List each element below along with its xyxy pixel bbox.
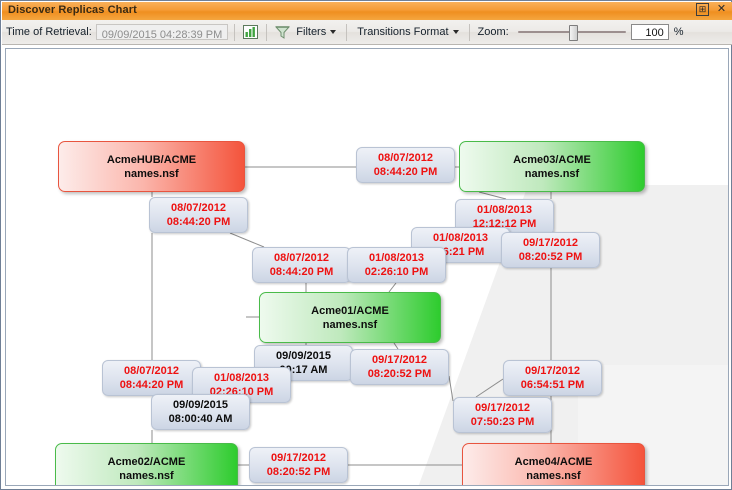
node-subtitle: names.nsf [322,318,378,331]
transition-date: 01/08/2013 [368,252,425,264]
transition-date: 09/17/2012 [524,365,581,377]
node-subtitle: names.nsf [524,167,580,180]
transition-label-t15[interactable]: 09/17/2012 08:20:52 PM [249,447,348,483]
transition-date: 09/09/2015 [172,399,229,411]
title-bar: Discover Replicas Chart ⊞ ✕ [2,2,732,21]
transition-time: 08:44:20 PM [269,266,334,278]
filters-label: Filters [296,26,327,38]
toolbar-separator [346,23,348,41]
transitions-format-label: Transitions Format [357,26,449,38]
transition-date: 01/08/2013 [213,372,270,384]
chevron-down-icon [452,30,459,34]
transition-date: 08/07/2012 [377,152,434,164]
transition-time: 08:00:40 AM [168,413,233,425]
node-title: Acme04/ACME [514,455,593,468]
transition-date: 08/07/2012 [123,365,180,377]
node-title: Acme03/ACME [513,153,591,166]
transition-label-t1[interactable]: 08/07/2012 08:44:20 PM [356,147,455,183]
transition-date: 09/09/2015 [275,350,332,362]
transition-time: 08:44:20 PM [166,216,231,228]
close-button[interactable]: ✕ [716,3,727,15]
transition-label-t7[interactable]: 01/08/2013 02:26:10 PM [347,247,446,283]
toolbar-separator [266,23,268,41]
toolbar: Time of Retrieval: 09/09/2015 04:28:39 P… [2,20,732,45]
transition-date: 01/08/2013 [476,204,533,216]
zoom-slider[interactable] [517,25,626,41]
zoom-input[interactable]: 100 [630,24,669,40]
transition-time: 00:17 AM [279,364,328,376]
transition-label-t6[interactable]: 08/07/2012 08:44:20 PM [252,247,351,283]
filters-menu[interactable]: Filters [292,24,340,40]
zoom-control: Zoom: 100 % [477,24,684,41]
funnel-icon[interactable] [273,23,292,41]
window-controls: ⊞ ✕ [696,3,728,16]
time-of-retrieval-label: Time of Retrieval: [6,26,92,38]
zoom-percent-label: % [673,26,684,38]
transition-label-t2[interactable]: 08/07/2012 08:44:20 PM [149,197,248,233]
node-subtitle: names.nsf [119,469,174,482]
transition-time: 07:50:23 PM [470,416,535,428]
node-title: Acme01/ACME [311,304,389,317]
restore-maximize-button[interactable]: ⊞ [696,3,709,16]
transition-time: 06:54:51 PM [520,379,585,391]
node-subtitle: names.nsf [124,167,179,180]
transition-date: 08/07/2012 [170,202,227,214]
transition-date: 01/08/2013 [432,232,489,244]
transition-date: 09/17/2012 [371,354,428,366]
transition-label-t14[interactable]: 09/17/2012 07:50:23 PM [453,397,552,433]
toolbar-separator [234,23,236,41]
transition-time: 08:44:20 PM [119,379,184,391]
toolbar-separator [468,23,470,41]
transition-date: 09/17/2012 [270,452,327,464]
transition-date: 08/07/2012 [273,252,330,264]
transition-time: 02:26:10 PM [364,266,429,278]
zoom-label: Zoom: [477,26,509,38]
node-title: Acme02/ACME [107,455,186,468]
chevron-down-icon [330,30,337,34]
transition-label-t13[interactable]: 09/17/2012 06:54:51 PM [503,360,602,396]
node-title: AcmeHUB/ACME [106,153,197,166]
node-subtitle: names.nsf [526,469,581,482]
transitions-format-menu[interactable]: Transitions Format [353,24,462,40]
transition-date: 09/17/2012 [522,237,579,249]
transition-time: 08:20:52 PM [367,368,432,380]
zoom-slider-thumb[interactable] [568,25,578,41]
transition-time: 08:20:52 PM [266,466,331,478]
transition-label-t9[interactable]: 09/17/2012 08:20:52 PM [350,349,449,385]
transition-time: 08:20:52 PM [518,251,583,263]
transition-label-t5[interactable]: 09/17/2012 08:20:52 PM [501,232,600,268]
transition-label-t10[interactable]: 08/07/2012 08:44:20 PM [102,360,201,396]
transition-time: 08:44:20 PM [373,166,438,178]
transition-date: 09/17/2012 [474,402,531,414]
transition-label-t12[interactable]: 09/09/2015 08:00:40 AM [151,394,250,430]
time-of-retrieval-field[interactable]: 09/09/2015 04:28:39 PM [95,24,229,41]
chart-icon[interactable] [241,23,260,41]
transition-time: 26:21 PM [436,246,485,258]
window-title: Discover Replicas Chart [8,4,137,16]
